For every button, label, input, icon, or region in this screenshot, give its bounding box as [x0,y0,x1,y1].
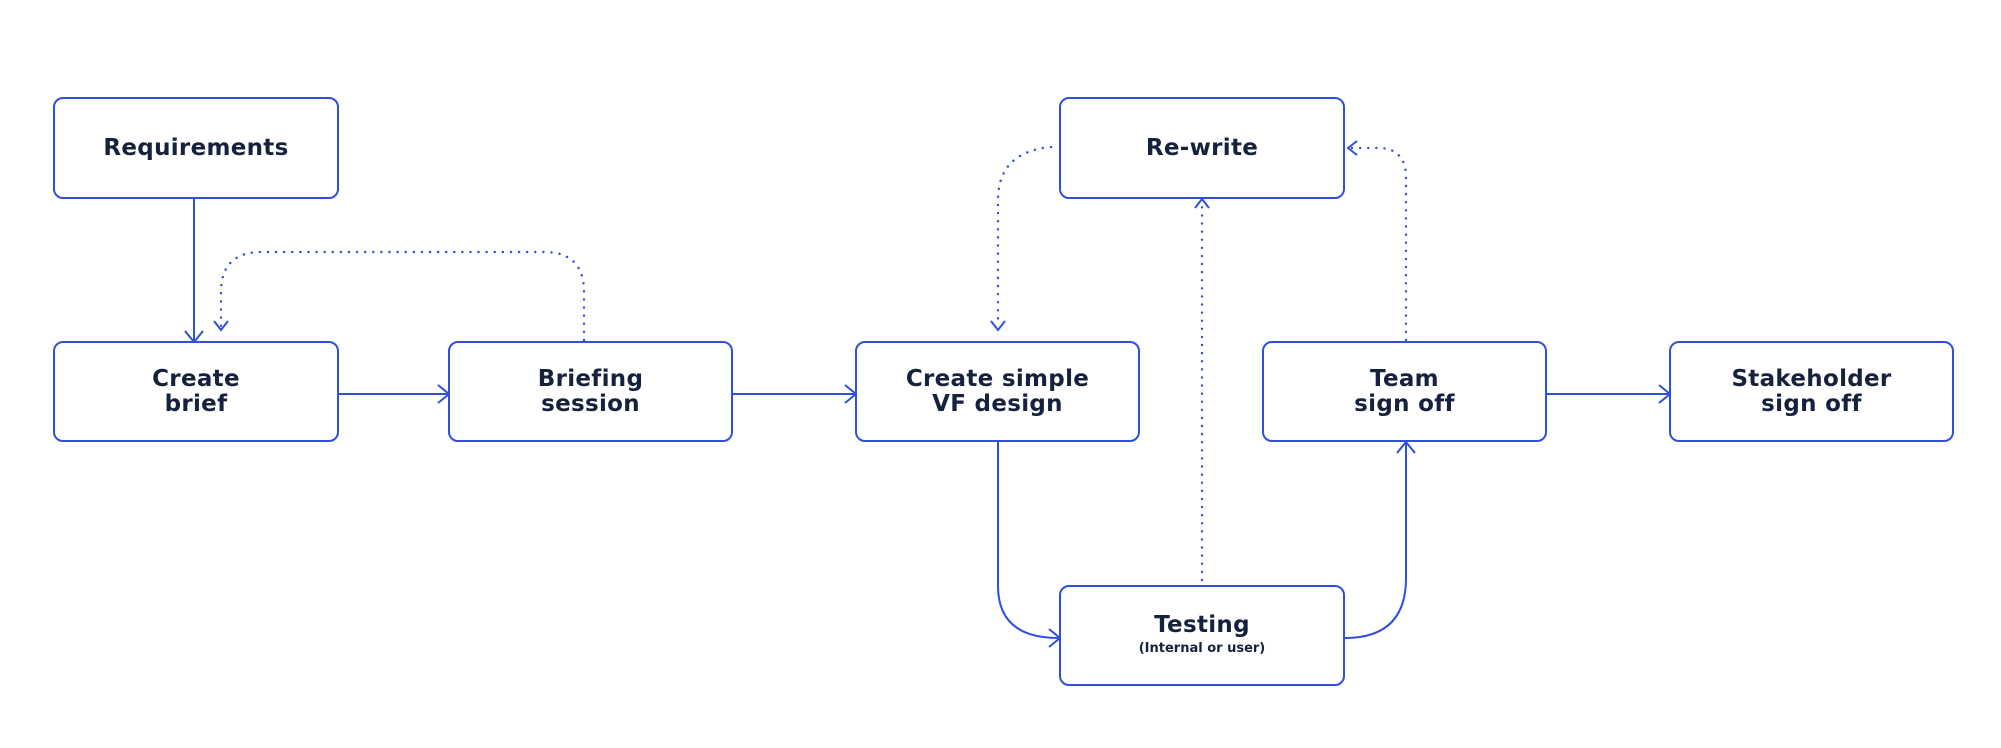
node-testing[interactable]: Testing (Internal or user) [1059,585,1345,686]
node-create-brief[interactable]: Create brief [53,341,339,442]
node-create-vf-design-label: Create simple VF design [905,365,1090,417]
arrowhead-vf-design-top-dotted [990,320,1006,332]
arrowhead-rewrite-bottom [1194,197,1210,209]
node-briefing-session-label: Briefing session [537,365,644,417]
node-create-vf-design[interactable]: Create simple VF design [855,341,1140,442]
node-rewrite[interactable]: Re-write [1059,97,1345,199]
node-team-sign-off-label: Team sign off [1354,365,1455,417]
node-stakeholder-sign-off-label: Stakeholder sign off [1731,365,1892,417]
arrowhead-rewrite-right [1346,140,1358,156]
node-create-brief-label: Create brief [152,365,240,417]
arrowhead-create-brief-dotted [213,320,229,332]
edge-testing-to-team-sign-off [1344,443,1407,639]
node-briefing-session[interactable]: Briefing session [448,341,733,442]
node-requirements-label: Requirements [103,134,289,161]
node-rewrite-label: Re-write [1145,134,1259,161]
edge-team-sign-off-to-rewrite-dotted [1350,146,1408,342]
edge-briefing-to-create-brief-dotted [219,250,586,342]
node-testing-label: Testing [1154,612,1250,638]
node-stakeholder-sign-off[interactable]: Stakeholder sign off [1669,341,1954,442]
edge-rewrite-to-vf-design-dotted [996,145,1053,327]
node-requirements[interactable]: Requirements [53,97,339,199]
node-testing-sublabel: (Internal or user) [1138,641,1266,656]
arrowhead-team-sign-off-bottom [1396,440,1416,454]
node-team-sign-off[interactable]: Team sign off [1262,341,1547,442]
edge-vf-design-to-testing [997,442,1060,639]
